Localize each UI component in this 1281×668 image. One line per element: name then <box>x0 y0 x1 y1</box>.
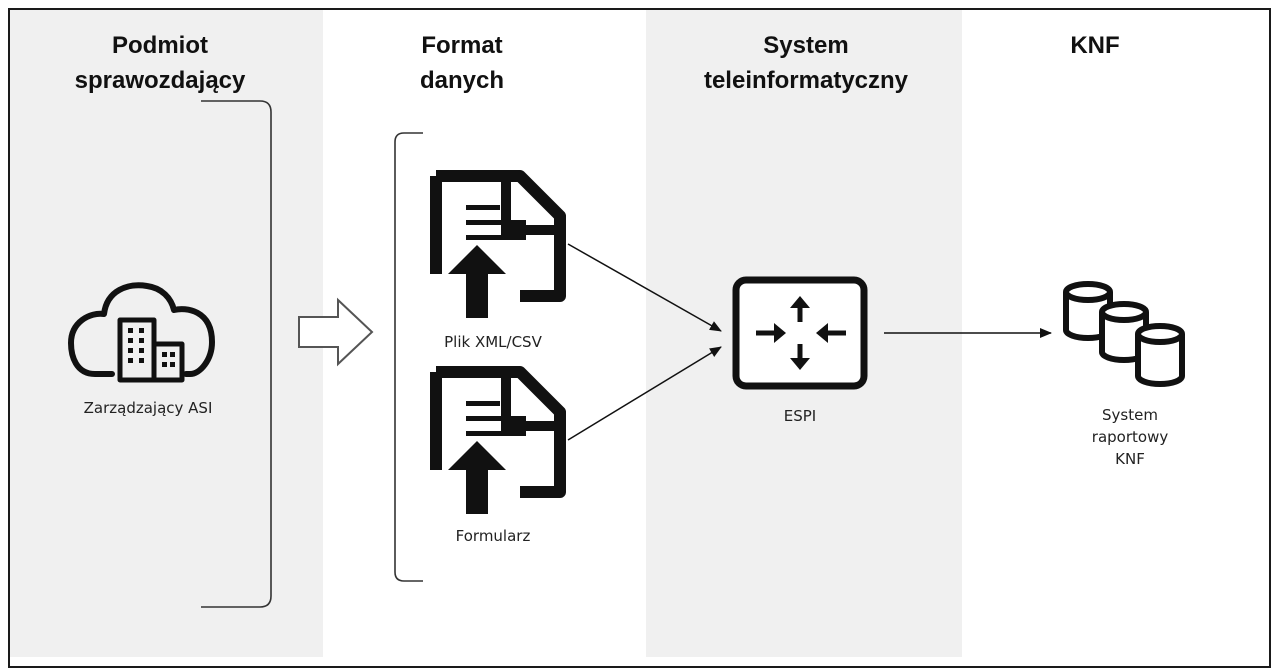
label-line: System <box>1102 406 1158 424</box>
heading-line: teleinformatyczny <box>703 67 909 94</box>
router-icon <box>732 276 868 390</box>
connector-file-to-espi <box>567 243 722 332</box>
connector-form-to-espi <box>567 346 722 441</box>
column-heading-it-system: System teleinformatyczny <box>676 28 936 98</box>
bracket-left <box>394 132 423 582</box>
flow-hollow-arrow <box>298 297 374 367</box>
label-line: KNF <box>1115 450 1145 468</box>
node-label-asi: Zarządzający ASI <box>83 399 213 417</box>
document-upload-icon <box>430 366 566 514</box>
node-label-espi: ESPI <box>783 407 817 425</box>
node-label-file: Plik XML/CSV <box>444 333 542 351</box>
bracket-right <box>201 100 272 608</box>
heading-line: danych <box>419 67 505 94</box>
column-heading-data-format: Format danych <box>382 28 542 98</box>
column-heading-reporting-entity: Podmiot sprawozdający <box>40 28 280 98</box>
node-label-form: Formularz <box>455 527 531 545</box>
heading-line: System <box>763 32 849 59</box>
column-heading-knf: KNF <box>1050 28 1140 63</box>
node-label-knf: System raportowy KNF <box>1080 404 1180 470</box>
heading-line: sprawozdający <box>74 67 246 94</box>
heading-line: Format <box>421 32 503 59</box>
database-icon <box>1063 281 1185 387</box>
cloud-building-icon <box>68 282 215 383</box>
label-line: raportowy <box>1091 428 1169 446</box>
heading-line: Podmiot <box>112 32 208 59</box>
heading-line: KNF <box>1070 32 1120 59</box>
document-upload-icon <box>430 170 566 318</box>
column-data-format <box>323 10 646 657</box>
